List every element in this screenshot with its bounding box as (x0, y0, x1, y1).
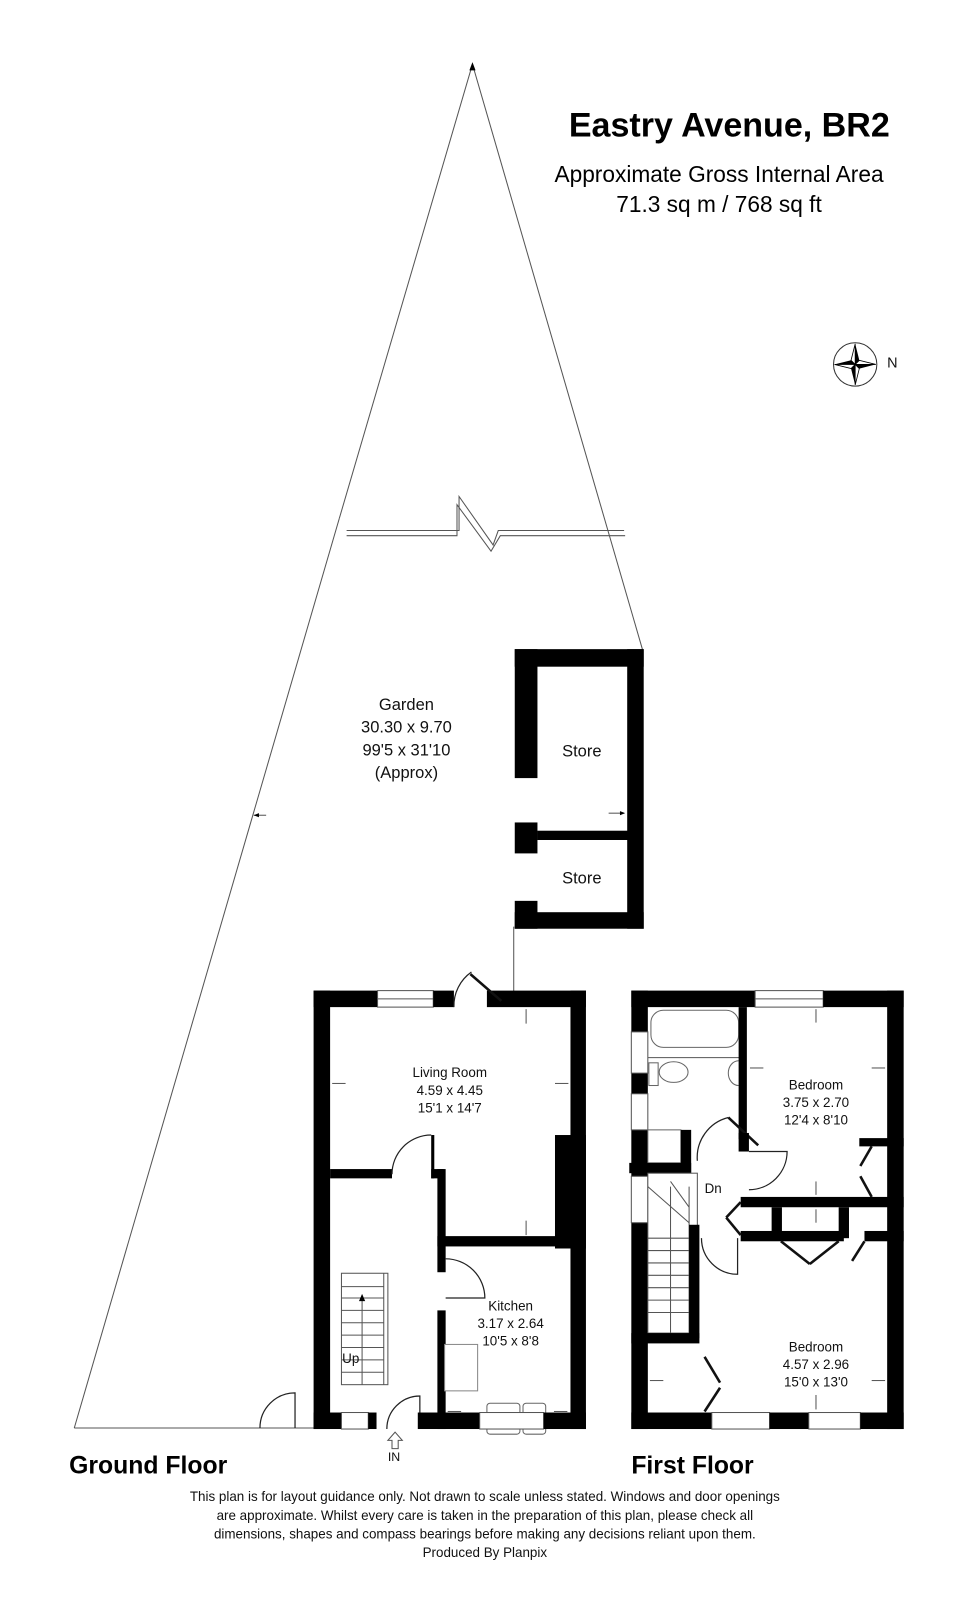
credit-line: Produced By Planpix (423, 1545, 548, 1560)
ground-floor-label: Ground Floor (69, 1452, 227, 1479)
living-room-imperial: 15'1 x 14'7 (418, 1100, 482, 1115)
kitchen-metric: 3.17 x 2.64 (477, 1316, 544, 1331)
living-room-name: Living Room (413, 1065, 488, 1080)
area-value: 71.3 sq m / 768 sq ft (616, 191, 822, 217)
kitchen-imperial: 10'5 x 8'8 (482, 1333, 539, 1348)
garden-name: Garden (379, 696, 434, 714)
bedroom-1-imperial: 12'4 x 8'10 (784, 1113, 848, 1128)
area-label: Approximate Gross Internal Area (554, 161, 884, 187)
kitchen-name: Kitchen (488, 1298, 533, 1313)
compass-rose-icon (833, 342, 878, 387)
garden-note: (Approx) (375, 764, 438, 782)
first-floor-plan (629, 990, 904, 1430)
bedroom-2-imperial: 15'0 x 13'0 (784, 1375, 848, 1390)
garden-outline (73, 62, 644, 1429)
disclaimer-line-3: dimensions, shapes and compass bearings … (214, 1526, 756, 1541)
stairs-down-label: Dn (705, 1181, 722, 1196)
entrance-label: IN (388, 1450, 400, 1464)
bedroom-1-name: Bedroom (789, 1078, 843, 1093)
disclaimer-line-2: are approximate. Whilst every care is ta… (217, 1508, 754, 1523)
disclaimer-line-1: This plan is for layout guidance only. N… (190, 1489, 780, 1504)
store-2-label: Store (562, 869, 601, 887)
stairs-up-label: Up (342, 1351, 359, 1366)
bedroom-2-metric: 4.57 x 2.96 (783, 1357, 849, 1372)
ground-floor-plan (313, 971, 586, 1450)
store-1-label: Store (562, 742, 601, 760)
page-title: Eastry Avenue, BR2 (569, 106, 890, 144)
garden-imperial: 99'5 x 31'10 (362, 741, 450, 759)
garden-metric: 30.30 x 9.70 (361, 719, 452, 737)
compass-north-label: N (887, 356, 897, 372)
first-floor-label: First Floor (631, 1452, 754, 1479)
store-building (514, 649, 644, 929)
bedroom-2-name: Bedroom (789, 1340, 843, 1355)
living-room-metric: 4.59 x 4.45 (417, 1083, 483, 1098)
bedroom-1-metric: 3.75 x 2.70 (783, 1095, 849, 1110)
